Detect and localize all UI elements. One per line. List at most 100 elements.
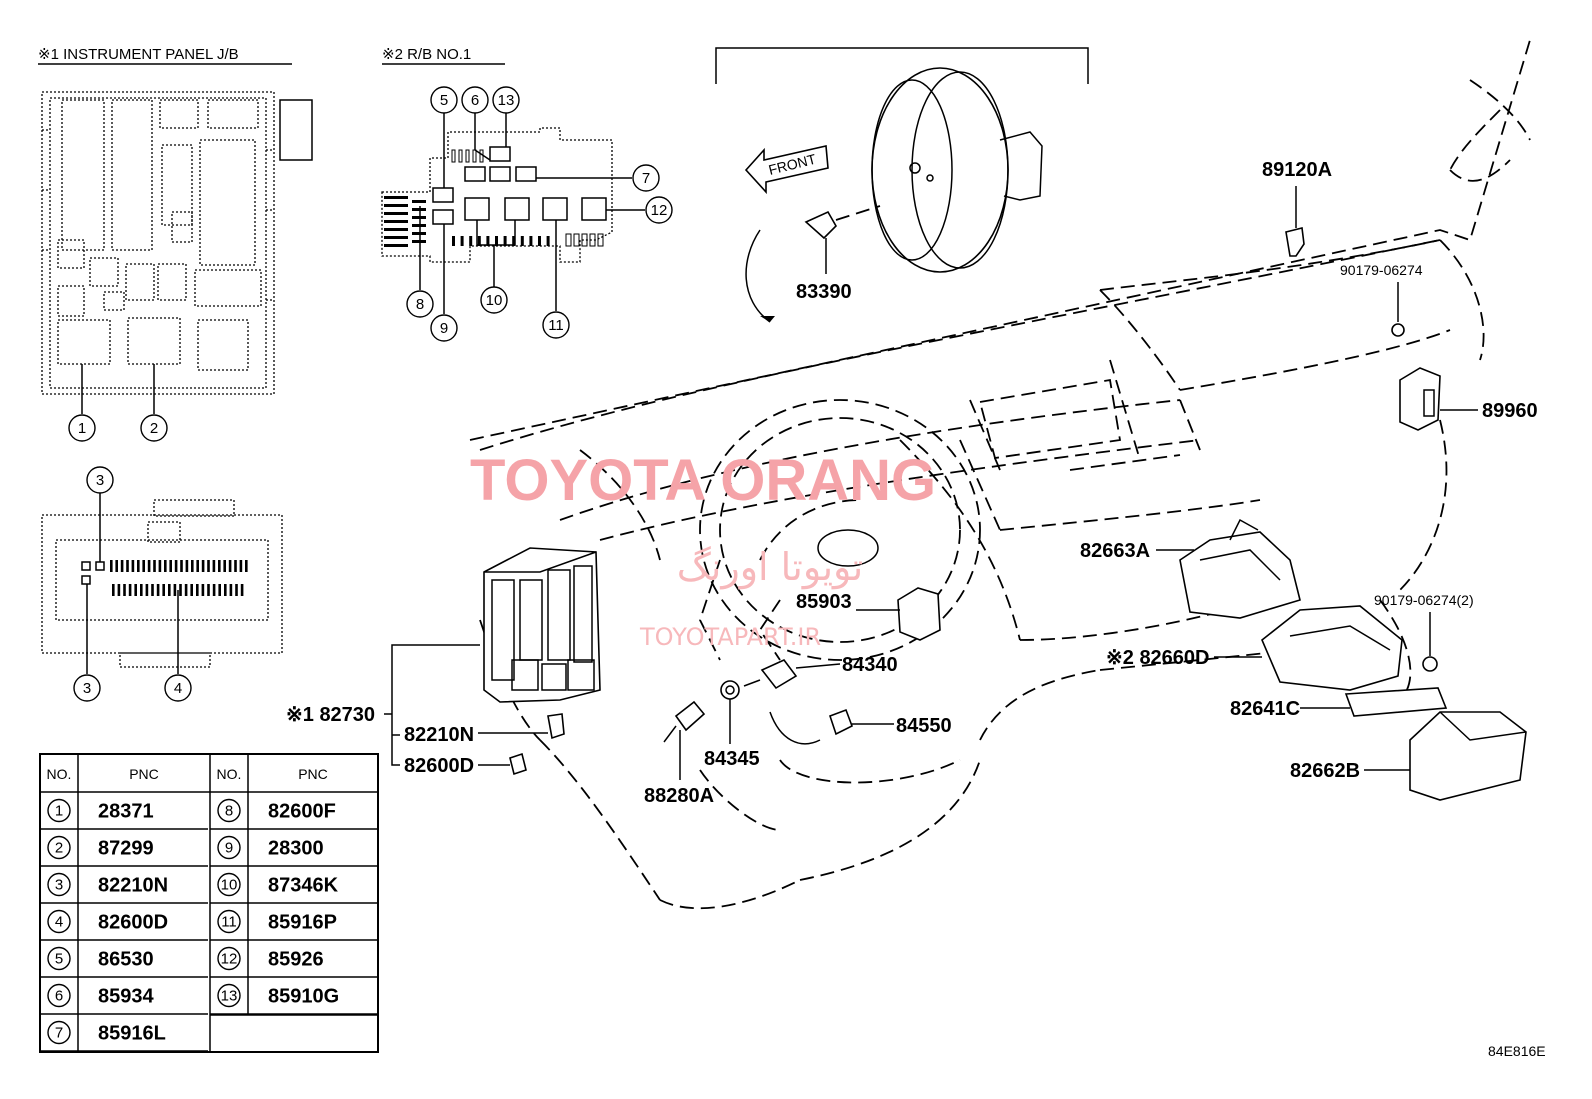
watermark-main: TOYOTA ORANG	[470, 448, 936, 513]
label-82663A: 82663A	[1080, 540, 1150, 562]
leader-6	[474, 113, 491, 161]
nut-90179-2	[1422, 656, 1438, 672]
row-number-circle	[47, 983, 71, 1008]
part-82210N	[478, 713, 565, 740]
label-82660D: ※2 82660D	[1106, 647, 1210, 669]
row-number-circle	[47, 1020, 71, 1045]
row-no: 11	[221, 914, 237, 931]
row-pnc: 85916P	[268, 912, 337, 934]
svg-text:11: 11	[548, 317, 564, 334]
row-number-circle	[47, 872, 71, 897]
row-pnc: 86530	[98, 949, 154, 971]
svg-text:13: 13	[498, 92, 515, 109]
part-89120A	[1285, 186, 1305, 257]
callout-3a: 3	[86, 466, 114, 494]
row-number-circle	[217, 835, 241, 860]
table-row: 3 82210N	[40, 872, 208, 904]
row-no: 4	[55, 914, 63, 931]
callout-10: 10	[480, 286, 508, 314]
label-85903: 85903	[796, 591, 852, 613]
row-pnc: 82210N	[98, 875, 168, 897]
booster-bracket	[715, 47, 1089, 84]
callout-12: 12	[645, 196, 673, 224]
part-84345	[720, 680, 740, 744]
row-no: 6	[55, 988, 63, 1005]
svg-text:4: 4	[174, 680, 182, 697]
row-number-circle	[217, 983, 241, 1008]
label-88280A: 88280A	[644, 785, 714, 807]
row-no: 9	[225, 840, 233, 857]
label-90179-06274: 90179-06274	[1340, 262, 1423, 278]
table-row: 4 82600D	[40, 909, 208, 941]
row-no: 1	[55, 803, 63, 820]
label-82641C: 82641C	[1230, 698, 1300, 720]
label-89120A: 89120A	[1262, 159, 1332, 181]
part-85903	[856, 587, 941, 641]
row-pnc: 87299	[98, 838, 154, 860]
row-pnc: 85926	[268, 949, 324, 971]
table-header-pnc-1: PNC	[129, 766, 159, 782]
label-83390: 83390	[796, 281, 852, 303]
svg-text:10: 10	[486, 292, 503, 309]
callout-1: 1	[68, 414, 96, 442]
svg-text:3: 3	[96, 472, 104, 489]
svg-text:12: 12	[651, 202, 668, 219]
nut-90179	[1391, 323, 1405, 337]
row-pnc: 82600F	[268, 801, 336, 823]
callout-4: 4	[164, 674, 192, 702]
table-row: 9 28300	[210, 835, 378, 867]
jb-title: ※1 INSTRUMENT PANEL J/B	[38, 46, 239, 63]
row-number-circle	[47, 798, 71, 823]
row-no: 3	[55, 877, 63, 894]
row-number-circle	[217, 946, 241, 971]
table-row: 6 85934	[40, 983, 208, 1015]
part-82662B	[1364, 711, 1527, 801]
part-82600D	[478, 752, 527, 776]
svg-text:3: 3	[83, 680, 91, 697]
table-row: 8 82600F	[210, 798, 378, 830]
figure-code: 84E816E	[1488, 1043, 1546, 1059]
label-84345: 84345	[704, 748, 760, 770]
watermark-persian: تویوتا اورنگ	[677, 545, 864, 590]
row-pnc: 82600D	[98, 912, 168, 934]
table-row: 2 87299	[40, 835, 208, 867]
row-no: 2	[55, 840, 63, 857]
table-header-no-2: NO.	[217, 766, 242, 782]
row-number-circle	[217, 798, 241, 823]
svg-text:2: 2	[150, 420, 158, 437]
steering-wheel	[699, 399, 981, 661]
front-curve-arrow	[745, 229, 771, 323]
callout-11: 11	[542, 311, 570, 339]
label-82730: ※1 82730	[286, 704, 375, 726]
instrument-panel-jb-drawing	[41, 91, 313, 395]
leader-10-bracket	[476, 220, 516, 246]
row-number-circle	[217, 909, 241, 934]
part-84550	[769, 708, 894, 745]
row-no: 8	[225, 803, 233, 820]
watermark-site: TOYOTAPART.IR	[639, 623, 821, 651]
svg-text:6: 6	[471, 92, 479, 109]
part-88280A	[663, 700, 706, 780]
part-89960	[1399, 367, 1478, 431]
row-number-circle	[47, 909, 71, 934]
label-84340: 84340	[842, 654, 898, 676]
row-pnc: 28300	[268, 838, 324, 860]
part-82663A	[1156, 518, 1301, 619]
label-82662B: 82662B	[1290, 760, 1360, 782]
row-no: 10	[221, 877, 238, 894]
svg-text:1: 1	[78, 420, 86, 437]
callout-9: 9	[430, 314, 458, 342]
row-number-circle	[47, 835, 71, 860]
part-82730-jb-assembly	[483, 547, 601, 703]
label-89960: 89960	[1482, 400, 1538, 422]
part-82660D	[1214, 605, 1403, 691]
svg-text:5: 5	[440, 92, 448, 109]
row-pnc: 85916L	[98, 1023, 166, 1045]
row-pnc: 85934	[98, 986, 154, 1008]
